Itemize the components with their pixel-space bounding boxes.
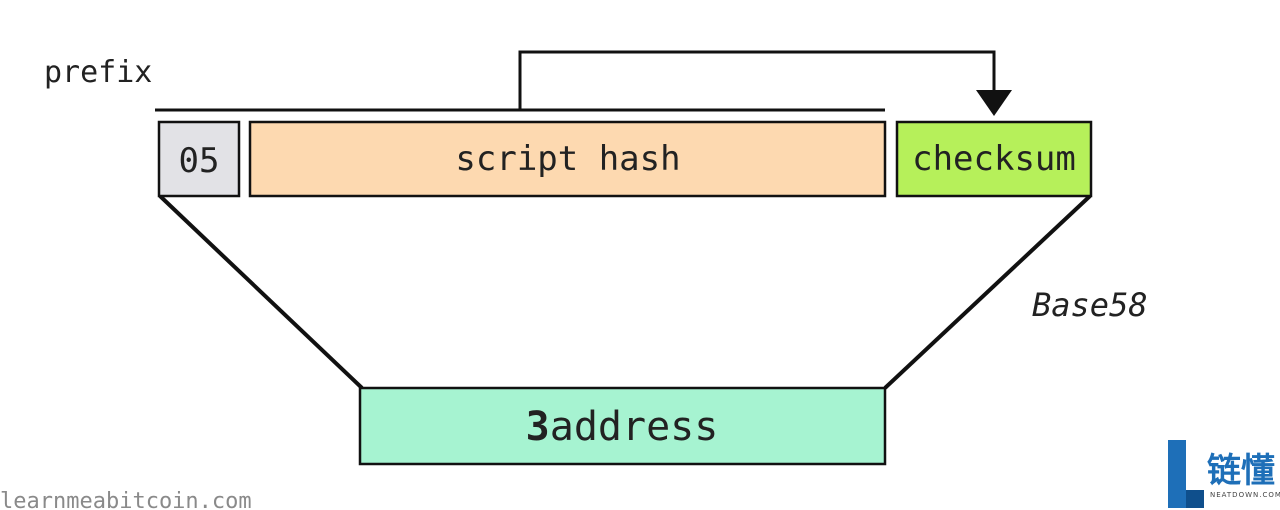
logo-chinese-text: 链懂 (1207, 451, 1275, 491)
checksum-arrow-path (518, 50, 996, 110)
funnel-left-line (158, 194, 364, 390)
address-box (358, 386, 887, 466)
address-leading-char: 3 (526, 404, 550, 450)
script-hash-label: script hash (455, 139, 680, 179)
address-rest: address (550, 404, 719, 450)
script-hash-box (248, 120, 887, 198)
funnel-right-line (883, 194, 1092, 390)
prefix-label: prefix (44, 55, 152, 90)
encoding-label: Base58 (1032, 286, 1148, 324)
checksum-box (895, 120, 1093, 198)
checksum-arrow-head-icon (976, 90, 1012, 116)
checksum-label: checksum (912, 139, 1076, 179)
logo-sub-text: NEATDOWN.COM (1210, 491, 1280, 499)
prefix-box (157, 120, 241, 198)
source-credit: learnmeabitcoin.com (0, 489, 252, 510)
address-label: 3address (526, 404, 719, 450)
neatdown-logo: 链懂 NEATDOWN.COM (1168, 440, 1280, 508)
logo-mark-shade-icon (1186, 490, 1204, 508)
prefix-value: 05 (179, 141, 220, 181)
